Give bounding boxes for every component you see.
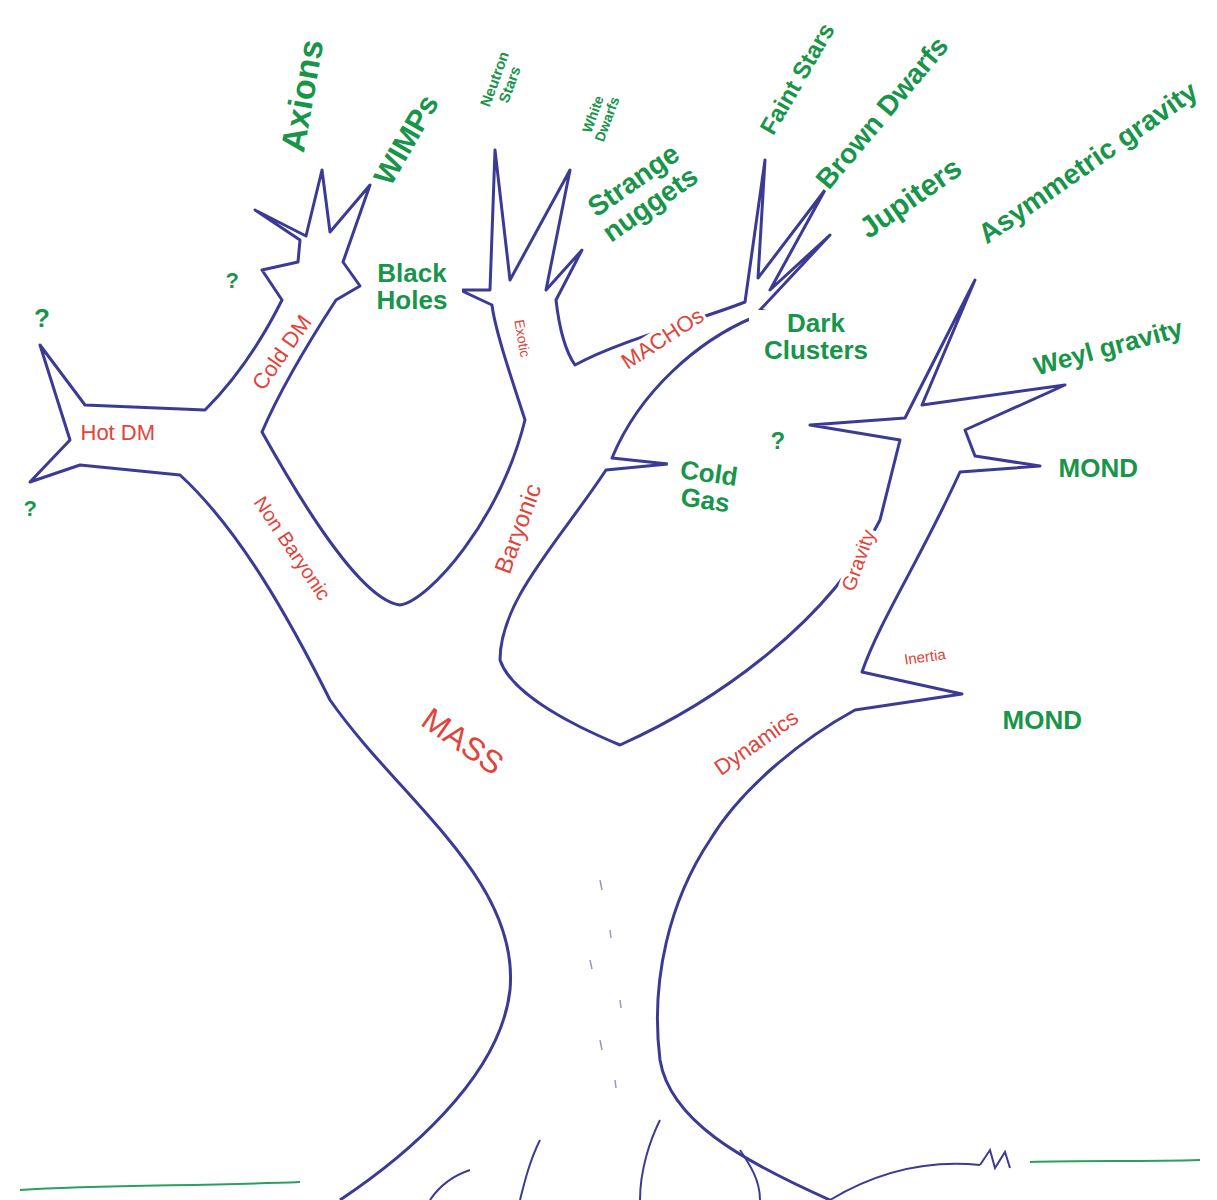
question-mark: ?: [22, 497, 39, 520]
branch-label: MACHOs: [615, 302, 709, 374]
leaf-label: Dark Clusters: [749, 310, 883, 365]
leaf-label: Black Holes: [363, 260, 462, 315]
leaf-label: WIMPs: [367, 88, 445, 192]
branch-label: MASS: [413, 701, 510, 783]
branch-label: Gravity: [837, 525, 880, 595]
tree-outline: [30, 150, 1065, 1200]
question-mark: ?: [32, 305, 52, 332]
leaf-label: Cold Gas: [662, 454, 753, 520]
leaf-label: White Dwarfs: [575, 79, 626, 153]
branch-label: Dynamics: [708, 704, 804, 781]
branch-label: Cold DM: [247, 309, 317, 396]
leaf-label: Asymmetric gravity: [971, 74, 1204, 249]
leaf-label: Neutron Stars: [475, 42, 530, 122]
branch-label: Exotic: [511, 316, 533, 360]
question-mark: ?: [769, 428, 788, 453]
grass: [20, 1160, 1200, 1190]
branch-label: Hot DM: [79, 421, 158, 444]
trunk-texture: [590, 880, 621, 1088]
tree-roots: [430, 1120, 1010, 1200]
branch-label: Baryonic: [489, 478, 546, 578]
branch-label: Non Baryonic: [249, 491, 336, 606]
leaf-label: Weyl gravity: [1029, 314, 1187, 381]
leaf-label: Faint Stars: [754, 16, 840, 139]
question-mark: ?: [224, 269, 241, 292]
leaf-label: MOND: [1057, 455, 1140, 482]
branch-label: Inertia: [901, 646, 948, 668]
leaf-label: Jupiters: [851, 150, 968, 245]
leaf-label: MOND: [1001, 707, 1084, 734]
leaf-label: Axions: [274, 35, 330, 157]
